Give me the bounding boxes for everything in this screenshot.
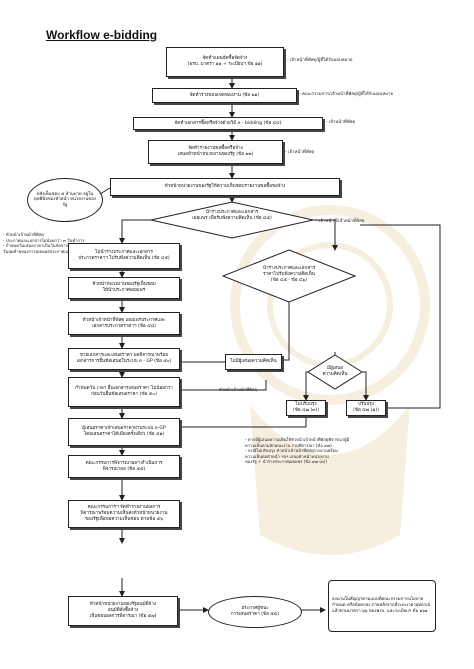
step-line: พิจารณาพร้อมความเห็นส่งหัวหน้าหน่วยงาน (80, 511, 168, 516)
step-line: หัวหน้าหน่วยงานของรัฐให้ความเห็นชอบรายงา… (164, 184, 286, 189)
step-line: ผู้เสนอราคาเข้าเสนอราคาผ่านระบบ e-GP (82, 426, 166, 431)
step-line: อนุมัติสั่งซื้อจ้าง (107, 608, 139, 613)
step-line: เอกสารการยื่นข้อเสนอในระบบ e - GP (ข้อ ๕… (76, 359, 172, 364)
step-line: กำหนดวัน เวลา ยื่นเอกสารเสนอราคา ไม่น้อย… (75, 386, 173, 391)
step-line: เห็นชอบผลการพิจารณา (ข้อ ๕๗) (89, 614, 157, 619)
right-mid-notes: - หากมีผู้เสนอความเห็นให้หัวหน้าเจ้าหน้า… (245, 437, 350, 465)
decision-line: เผยแพร่ เพื่อรับฟังความคิดเห็น (ข้อ ๔๕) (192, 216, 272, 221)
step-line: (ข้อ ๔๗ (๓)) (292, 408, 320, 413)
step-purchase-report: จัดทำรายงานขอซื้อหรือจ้าง เสนอหัวหน้าหน่… (148, 140, 283, 164)
step-line: ประกวดราคาฯ ไปรับฟังความคิดเห็น (ข้อ ๔๕) (78, 256, 170, 261)
workflow-title: Workflow e-bidding (46, 28, 158, 42)
no-comment-box: ไม่มีผู้เสนอความคิดเห็น (225, 354, 282, 370)
step-line: หัวหน้าหน่วยงานของรัฐอนุมัติจ้าง (89, 602, 157, 607)
left-notes: - หัวหน้าเจ้าหน้าที่พัสดุ - ประกาศและเอก… (3, 232, 86, 254)
step-line: ไม่นำร่างประกาศและเอกสาร (95, 250, 153, 255)
step-line: ขายเอกสารและเสนอราคา ผลพิจารณาพร้อม (79, 353, 169, 358)
responsible-note: - คณะกรรมการ/เจ้าหน้าที่พัสดุ/ผู้ที่ได้ร… (299, 92, 394, 97)
step-line: (พรบ. มาตรา ๑๑ + ระเบียบฯ ข้อ ๑๑) (187, 62, 263, 67)
responsible-note: - เจ้าหน้าที่พัสดุ (326, 120, 356, 125)
decision-line: ราคาไปรับฟังความคิดเห็น (263, 272, 315, 277)
step-committee-review: คณะกรรมการพิจารณาผลฯ ดำเนินการ พิจารณาผล… (68, 455, 180, 478)
step-sell-documents: ขายเอกสารและเสนอราคา ผลพิจารณาพร้อม เอกส… (68, 348, 180, 370)
step-line: เสนอหัวหน้าหน่วยงานของรัฐ (ข้อ ๒๒) (177, 152, 254, 157)
step-line: ของรัฐเพื่อขอความเห็นชอบ ตามข้อ ๕๖ (85, 517, 163, 522)
no-change-box: ไม่ปรับปรุง (ข้อ ๔๗ (๓)) (286, 400, 326, 416)
decision-2-text: นำร่างประกาศและเอกสาร ราคาไปรับฟังความคิ… (241, 266, 337, 284)
decision-line: (ข้อ ๔๕ - ข้อ ๔๖) (270, 278, 308, 283)
decision-line: นำร่างประกาศและเอกสาร (262, 266, 316, 271)
step-line: จัดทำเอกสารซื้อหรือจ้างด้วยวิธี e - bidd… (174, 120, 282, 126)
step-line: จัดทำร่างขอบเขตของงาน (ข้อ ๒๑) (189, 92, 260, 98)
responsible-note: - เจ้าหน้าที่/เจ้าหน้าที่พัสดุ (316, 219, 365, 224)
step-line: โดยเสนอราคาได้เพียงครั้งเดียว (ข้อ ๕๑) (83, 432, 165, 437)
step-line: (ข้อ ๔๗ (๑)) (353, 408, 379, 413)
responsible-note: - เจ้าหน้าที่พัสดุ/ผู้ที่ได้รับมอบหมาย (287, 58, 353, 63)
step-line: เอกสารประกวดราคาฯ (ข้อ ๔๘) (92, 323, 156, 329)
step-line: หัวหน้าหน่วยงานของรัฐเห็นชอบ (92, 282, 156, 287)
announce-line: ประกาศผู้ชนะ (241, 606, 269, 611)
step-line: ไม่มีผู้เสนอความคิดเห็น (230, 359, 277, 364)
announce-line: การเสนอราคา (ข้อ ๕๘) (230, 612, 280, 617)
step-no-hearing: ไม่นำร่างประกาศและเอกสาร ประกวดราคาฯ ไปร… (68, 243, 180, 269)
contract-signing-box: ลงนามในสัญญาตามแบบที่คณะกรรมการนโยบายกำห… (328, 580, 436, 632)
step-head-award-approval: หัวหน้าหน่วยงานของรัฐอนุมัติจ้าง อนุมัติ… (68, 596, 178, 626)
decision-3-text: มีผู้เสนอ ความคิดเห็น (313, 366, 357, 378)
step-approve-publish: หัวหน้าหน่วยงานของรัฐเห็นชอบ ให้นำประกาศ… (68, 277, 180, 299)
responsible-note: - เจ้าหน้าที่พัสดุ (285, 150, 315, 155)
step-egp-bidding: ผู้เสนอราคาเข้าเสนอราคาผ่านระบบ e-GP โดย… (68, 418, 180, 446)
decision-line: ความคิดเห็น (322, 372, 348, 377)
step-bid-documents: จัดทำเอกสารซื้อหรือจ้างด้วยวิธี e - bidd… (133, 117, 323, 130)
mid-label: หัวหน้าเจ้าหน้าที่พัสดุ (218, 387, 258, 392)
step-line: พิจารณาผล (ข้อ ๕๕) (102, 466, 146, 472)
decision-line: นำร่างประกาศและเอกสาร (205, 210, 259, 215)
step-line: หัวหน้าเจ้าหน้าที่พัสดุ เผยแพร่ประกาศและ (82, 317, 166, 323)
decision-line: มีผู้เสนอ (327, 366, 343, 371)
step-line: ให้นำประกาศเผยแพร่ (102, 288, 146, 293)
step-head-approval: หัวหน้าหน่วยงานของรัฐให้ความเห็นชอบรายงา… (110, 178, 340, 196)
decision-1-text: นำร่างประกาศและเอกสาร เผยแพร่ เพื่อรับฟั… (176, 210, 288, 222)
step-line: จัดทำรายงานขอซื้อหรือจ้าง (188, 146, 243, 151)
change-box: ปรับปรุง (ข้อ ๔๗ (๑)) (346, 400, 386, 416)
seal-watermark-icon (230, 205, 430, 555)
step-publish-announcement: หัวหน้าเจ้าหน้าที่พัสดุ เผยแพร่ประกาศและ… (68, 312, 180, 335)
step-line: ปรับปรุง (358, 402, 374, 407)
announce-winner-ellipse: ประกาศผู้ชนะ การเสนอราคา (ข้อ ๕๘) (208, 596, 302, 628)
step-set-bid-date: กำหนดวัน เวลา ยื่นเอกสารเสนอราคา ไม่น้อย… (68, 377, 180, 407)
step-procurement-plan: จัดทำแผนจัดซื้อจัดจ้าง (พรบ. มาตรา ๑๑ + … (166, 47, 284, 77)
step-line: ไม่ปรับปรุง (295, 402, 317, 407)
step-draft-tor: จัดทำร่างขอบเขตของงาน (ข้อ ๒๑) (152, 88, 297, 103)
step-line: คณะกรรมการฯ จัดทำรายงานผลการ (87, 505, 161, 510)
callout-text: หลังเห็นชอบ ๕ ล้านบาท อยู่ในดุลพินิจของห… (34, 191, 96, 208)
step-committee-report: คณะกรรมการฯ จัดทำรายงานผลการ พิจารณาพร้อ… (68, 500, 180, 528)
step-line: คณะกรรมการพิจารณาผลฯ ดำเนินการ (85, 460, 163, 466)
contract-text: ลงนามในสัญญาตามแบบที่คณะกรรมการนโยบายกำห… (332, 597, 431, 614)
threshold-callout: หลังเห็นชอบ ๕ ล้านบาท อยู่ในดุลพินิจของห… (27, 178, 103, 222)
step-line: ก่อนวันยื่นข้อเสนอราคา (ข้อ ๕๐) (91, 392, 157, 397)
step-line: จัดทำแผนจัดซื้อจัดจ้าง (202, 56, 248, 61)
